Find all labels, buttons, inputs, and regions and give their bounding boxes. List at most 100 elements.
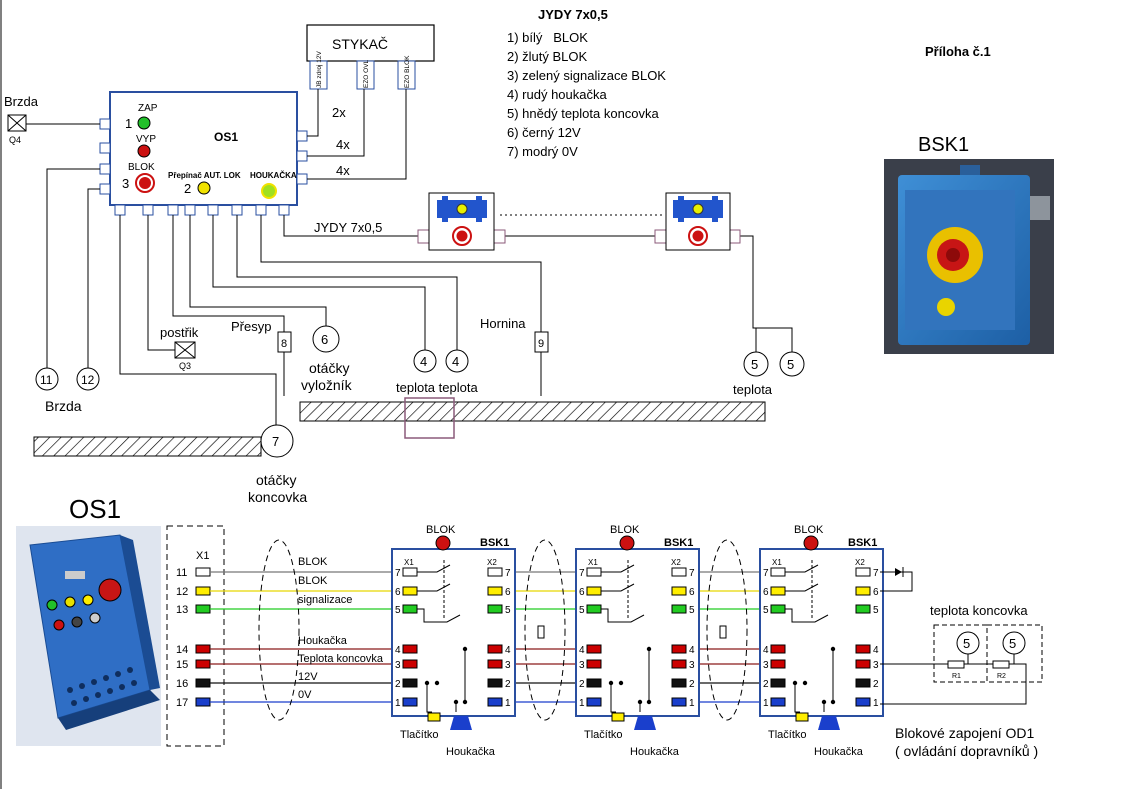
bsk-x1-pin: [402, 567, 418, 577]
bsk-pin-number: 7: [395, 568, 401, 579]
bsk-pin-number: 5: [763, 605, 769, 616]
sensor-4a-number: 4: [420, 354, 427, 369]
sensor-5-label: teplota: [733, 382, 773, 397]
bsk-x1-pin: [770, 697, 786, 707]
bsk-unit-title: BSK1: [848, 537, 877, 549]
bsk-x1-pin: [586, 697, 602, 707]
bsk-x1-pin: [770, 567, 786, 577]
hornina-label: Hornina: [480, 316, 526, 331]
wire-count-3: 4x: [336, 163, 350, 178]
x1-terminal-block: [195, 697, 211, 707]
postrik-label: postřik: [160, 325, 199, 340]
horn-label: Houkačka: [446, 746, 496, 758]
transfer-point: [404, 397, 455, 439]
button-label: Tlačítko: [768, 729, 807, 741]
x1-terminal-block: [195, 644, 211, 654]
bsk-x2-pin: [671, 678, 687, 688]
brake-top-code: Q4: [9, 135, 21, 145]
sensor-5b-number: 5: [787, 357, 794, 372]
horn-icon: [450, 716, 472, 730]
sensor-4-label: teplota teplota: [396, 380, 478, 395]
push-button: [611, 712, 625, 722]
prepinac-label: Přepínač AUT. LOK: [168, 171, 241, 180]
internal-wire: [794, 683, 800, 713]
wire-label: BLOK: [298, 556, 328, 568]
legend-title: JYDY 7x0,5: [538, 7, 608, 22]
bsk-pin-number: 6: [505, 587, 511, 598]
cable-bundle-2: [524, 539, 566, 721]
diode-icon: [895, 568, 902, 576]
bsk-pin-number: 5: [505, 605, 511, 616]
os1-render: [16, 526, 161, 746]
switch-contact: [601, 608, 645, 623]
os1-title: OS1: [214, 130, 238, 144]
bsk-pin-number: 7: [579, 568, 585, 579]
legend-item-1: 1) bílý BLOK: [507, 30, 588, 45]
bsk-x2-pin: [855, 586, 871, 596]
x1-terminal-block: [195, 586, 211, 596]
bsk-pin-number: 2: [505, 679, 511, 690]
bsk-pin-number: 7: [873, 568, 879, 579]
bsk-x1-pin: [586, 644, 602, 654]
sensor-12: 12: [76, 367, 100, 391]
bsk-pin-number: 4: [689, 645, 695, 656]
bsk-pin-number: 3: [873, 660, 879, 671]
zap-label: ZAP: [138, 103, 158, 114]
wire-label: Houkačka: [298, 635, 348, 647]
sensor-6-label-1: otáčky: [309, 360, 349, 376]
x1-terminal-number: 17: [176, 697, 188, 709]
x1-terminal-number: 14: [176, 644, 188, 656]
bsk-x1-pin: [586, 567, 602, 577]
x1-terminal-box: [166, 525, 225, 747]
temp-sensor-1: 5: [963, 636, 970, 651]
wire-label: Teplota koncovka: [298, 653, 384, 665]
bsk-x1-pin: [402, 644, 418, 654]
x1-terminal-number: 13: [176, 604, 188, 616]
cable-bundle-3: [706, 539, 748, 721]
x1-terminal-block: [195, 604, 211, 614]
bsk-pin-number: 4: [763, 645, 769, 656]
bsk-x2-pin: [671, 659, 687, 669]
bsk-pin-number: 1: [873, 698, 879, 709]
bsk-x2-pin: [487, 644, 503, 654]
bsk-pin-number: 5: [873, 605, 879, 616]
temp-title: teplota koncovka: [930, 603, 1028, 618]
bsk-x1-pin: [586, 604, 602, 614]
bsk1-photo: BSK1: [884, 134, 1054, 354]
x1-terminal-block: [195, 659, 211, 669]
hornina-code: 9: [538, 338, 544, 350]
bsk-x1-pin: [402, 659, 418, 669]
bsk-pin-number: 5: [579, 605, 585, 616]
bsk-pin-number: 5: [395, 605, 401, 616]
bsk-x2-pin: [487, 659, 503, 669]
bsk-module-top-1: [417, 192, 506, 251]
cable-bundle-1: [258, 539, 300, 721]
button-label: Tlačítko: [584, 729, 623, 741]
bsk-pin-number: 4: [579, 645, 585, 656]
junction-dot: [802, 680, 808, 686]
bsk-blok-button: [803, 535, 819, 551]
x1-terminal-number: 15: [176, 659, 188, 671]
bsk-x2-pin: [855, 678, 871, 688]
bsk-pin-number: 2: [395, 679, 401, 690]
bsk-blok-label: BLOK: [610, 524, 640, 536]
sensor-11-number: 11: [40, 373, 53, 387]
sensor-4-pair: 4 4 teplota teplota: [396, 349, 478, 395]
bsk-x1-pin: [770, 659, 786, 669]
bsk-blok-button: [619, 535, 635, 551]
bsk-x1-label: X1: [588, 558, 598, 567]
switch-contact: [601, 564, 635, 573]
switch-contact: [785, 583, 819, 592]
prepinac-number: 2: [184, 181, 191, 196]
legend-item-5: 5) hnědý teplota koncovka: [507, 106, 660, 121]
horn-label: Houkačka: [630, 746, 680, 758]
sensor-6: 6 otáčky vyložník: [301, 325, 353, 393]
bsk-x2-pin: [671, 586, 687, 596]
os1-top-box: OS1 ZAP 1 VYP BLOK 3 Přepínač AUT. LOK 2…: [99, 91, 308, 216]
bsk-pin-number: 3: [395, 660, 401, 671]
